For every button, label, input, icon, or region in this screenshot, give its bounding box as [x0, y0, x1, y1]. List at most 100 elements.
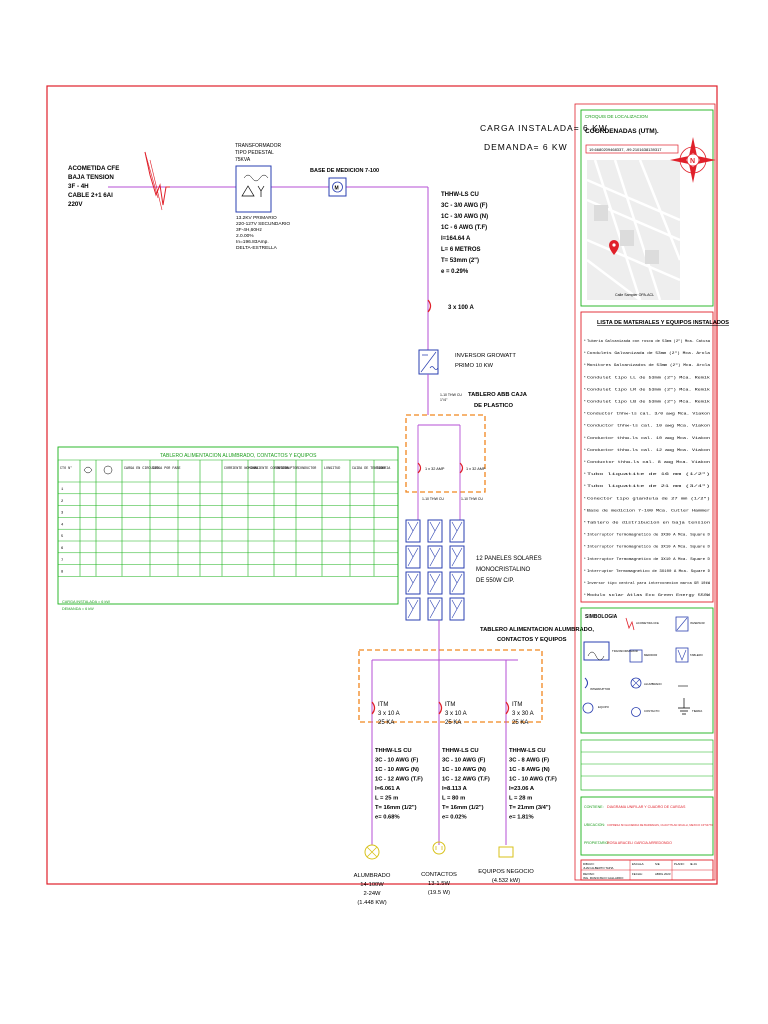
svg-text:3F - 4H: 3F - 4H [68, 183, 89, 190]
materials-list: *Tuberia Galvanizada con rosca de 53mm (… [584, 338, 711, 598]
equipment-icon [498, 846, 514, 858]
table-cell: 6 [61, 547, 64, 551]
branch-load-label: EQUIPOS NEGOCIO [478, 869, 534, 875]
sheet-border [46, 85, 718, 885]
branch-conductor-spec: 3C - 10 AWG (F) [375, 758, 418, 764]
materials-item: Tubo liquatite de 21 mm (3/4") [587, 484, 710, 489]
symbology-item-label: INTERRUPTOR [590, 687, 610, 691]
table-cell: 1 [61, 488, 64, 492]
branch-breaker-icon [438, 701, 443, 715]
branch-itm-label: 25 KA [445, 720, 461, 726]
solar-panel [449, 597, 465, 621]
materials-box [580, 311, 714, 603]
title-block-cell: S/E [655, 862, 660, 866]
table-header-cell: CARGA EN CIRCUITO [124, 467, 159, 471]
branch-load-label: CONTACTOS [421, 872, 457, 878]
branch-conductor-spec: T= 16mm (1/2") [442, 805, 484, 811]
string-a-note: 1-10 THW CU [422, 497, 444, 501]
svg-text:ACOMETIDA CFE: ACOMETIDA CFE [68, 165, 119, 172]
table-cell: 3 [61, 512, 64, 516]
table-cell: 8 [61, 571, 64, 575]
symbology-item-label: CONTACTO [644, 709, 660, 713]
materials-item: Modulo solar Atlas Eco Green Energy 550W [587, 593, 711, 598]
table-cell: 5 [61, 535, 64, 539]
materials-bullet: * [584, 471, 586, 476]
solar-panel [405, 545, 421, 569]
project-owner-label: PROPIETARIO: [584, 841, 609, 845]
symbology-item-label: ALUMBRADO [644, 682, 663, 686]
project-location-value: COPRESA SN HACIENDA DE BARRADAS, CUAUTIT… [607, 823, 713, 827]
branch-conductor-spec: T= 16mm (1/2") [375, 805, 417, 811]
branch-conductor-spec: e= 0.68% [375, 815, 400, 821]
materials-bullet: * [584, 350, 586, 355]
project-owner-value: ROSA ARACELI GARCIA ARREDONDO [607, 841, 672, 845]
location-title: COORDENADAS (UTM). [585, 128, 659, 135]
materials-item: Condulet tipo LL de 53mm (2") Mca. Remik [587, 375, 711, 380]
map-street-label: Calle Sampier OPA-ACL [615, 293, 654, 297]
table-header-cell: LONGITUD [324, 467, 340, 471]
branch-breaker-icon [371, 701, 376, 715]
project-info-box [580, 796, 714, 856]
svg-text:DE 550W C/P.: DE 550W C/P. [476, 578, 515, 584]
materials-bullet: * [584, 592, 586, 597]
svg-text:TIPO PEDESTAL: TIPO PEDESTAL [235, 150, 274, 156]
branch-conductor-spec: 1C - 10 AWG (N) [442, 767, 486, 773]
location-pin-icon [609, 240, 619, 255]
materials-bullet: * [584, 399, 586, 404]
combiner-breaker-a-icon [417, 462, 422, 474]
svg-text:L= 6 METROS: L= 6 METROS [441, 247, 481, 253]
title-block-cell: PLANO: [674, 862, 685, 866]
solar-panel [427, 519, 443, 543]
title-block-cell: FECHA: [632, 872, 643, 876]
location-box [580, 109, 714, 307]
inverter-label-2: PRIMO 10 KW [455, 363, 494, 369]
materials-bullet: * [584, 580, 586, 585]
table-header-cell: INTERRUPTOR [276, 467, 298, 471]
branch-breaker-icon [505, 701, 510, 715]
combiner-label-1: TABLERO ABB CAJA [468, 392, 528, 398]
symbology-icons [582, 616, 690, 717]
materials-item: Interruptor Termomagnetico de 3X10 A Mca… [587, 545, 711, 550]
svg-text:3C - 3/0 AWG (F): 3C - 3/0 AWG (F) [441, 203, 487, 209]
solar-panel [427, 571, 443, 595]
materials-bullet: * [584, 338, 586, 343]
outlet-slots-icon [435, 846, 443, 850]
branch-itm-label: ITM [378, 702, 388, 708]
north-arrow-icon [670, 137, 716, 183]
materials-bullet: * [584, 483, 586, 488]
materials-bullet: * [584, 556, 586, 561]
branch-load-label: 2-24W [363, 891, 381, 897]
branch-load-label: (4.532 kW) [492, 878, 520, 884]
panel-table-footer-1: CARGA INSTALADA = 6 kW [62, 600, 110, 604]
main-breaker-label: 3 x 100 A [448, 305, 474, 311]
table-header-cell: CARGA POR FASE [152, 467, 181, 471]
symbology-item-label: TABLERO [690, 653, 704, 657]
branch-conductor-spec: THHW-LS CU [509, 748, 546, 754]
materials-bullet: * [584, 507, 586, 512]
service-entrance-label: ACOMETIDA CFE BAJA TENSION 3F - 4H CABLE… [68, 165, 119, 208]
location-map [586, 159, 682, 301]
main-breaker-icon [427, 299, 432, 313]
materials-bullet: * [584, 520, 586, 525]
combiner-label-2: DE PLASTICO [474, 403, 513, 409]
branch-conductor-spec: 1C - 12 AWG (T.F) [442, 777, 490, 783]
materials-item: Interruptor Termomagnetico de 3X10 A Mca… [587, 557, 711, 562]
materials-item: Condulet tipo LB de 53mm (2") Mca. Remik [587, 400, 711, 405]
materials-bullet: * [584, 374, 586, 379]
svg-text:T= 53mm (2"): T= 53mm (2") [441, 258, 479, 264]
branch-conductor-spec: 3C - 10 AWG (F) [442, 758, 485, 764]
materials-item: Conductor thhw-ls cal. 3/0 awg Mca. Viak… [587, 412, 710, 417]
title-block-cell: ING. FRANCISCO GALLARDO [583, 876, 624, 880]
load-panel-box [358, 649, 543, 723]
title-block-cell: REVISO: [583, 872, 595, 876]
symbology-item-label: TRANSFORMADOR [612, 649, 638, 653]
svg-text:220V: 220V [68, 201, 83, 208]
table-header-cell: CONDUCTOR [298, 467, 316, 471]
branch-itm-label: 3 x 30 A [512, 711, 534, 717]
branch-conductor-spec: L = 25 m [375, 796, 398, 802]
transformer-winding-icon [241, 174, 269, 197]
